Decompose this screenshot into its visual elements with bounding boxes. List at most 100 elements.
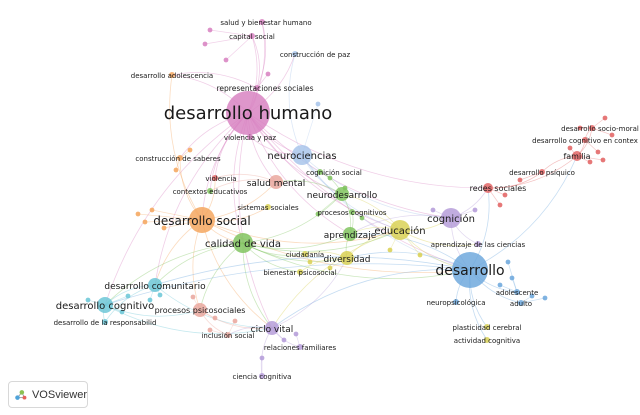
satellite-node bbox=[387, 247, 393, 253]
node-educ[interactable] bbox=[390, 220, 410, 240]
node-label-actcog: actividad cognitiva bbox=[454, 337, 520, 345]
satellite-node bbox=[430, 207, 436, 213]
node-violencia[interactable] bbox=[212, 175, 218, 181]
node-relfam[interactable] bbox=[297, 344, 303, 350]
node-label-dcog: desarrollo cognitivo bbox=[56, 301, 154, 312]
node-actcog[interactable] bbox=[484, 337, 490, 343]
node-neuropsi[interactable] bbox=[453, 299, 459, 305]
satellite-node bbox=[307, 259, 313, 265]
node-ctxedu[interactable] bbox=[207, 188, 213, 194]
edge-cvital-divers bbox=[271, 257, 348, 329]
node-resp[interactable] bbox=[102, 319, 108, 325]
node-label-adol: desarrollo adolescencia bbox=[131, 72, 213, 80]
satellite-node bbox=[529, 293, 535, 299]
node-cogsoc[interactable] bbox=[317, 169, 323, 175]
node-aprend[interactable] bbox=[343, 227, 357, 241]
node-plast[interactable] bbox=[484, 324, 490, 330]
node-label-ds: desarrollo social bbox=[153, 214, 250, 228]
satellite-node bbox=[265, 71, 271, 77]
vosviewer-logo: VOSviewer bbox=[8, 381, 88, 408]
node-vpaz[interactable] bbox=[247, 134, 253, 140]
edge-paz-neuroc bbox=[288, 53, 303, 156]
node-redes[interactable] bbox=[483, 183, 493, 193]
satellite-node bbox=[161, 225, 167, 231]
node-pps[interactable] bbox=[193, 303, 207, 317]
edge-dh-cognicion bbox=[247, 112, 452, 219]
node-cv[interactable] bbox=[233, 233, 253, 253]
node-divers[interactable] bbox=[340, 251, 354, 265]
node-sissoc[interactable] bbox=[265, 204, 271, 210]
node-moral[interactable] bbox=[589, 125, 595, 131]
edge-cv-dcog bbox=[104, 242, 244, 306]
satellite-node bbox=[147, 297, 153, 303]
node-repr[interactable] bbox=[254, 85, 260, 91]
edge-cvital-ccog bbox=[260, 327, 273, 377]
satellite-node bbox=[125, 293, 131, 299]
edge-desarrollo-dc bbox=[154, 256, 471, 286]
node-label-redes: redes sociales bbox=[470, 184, 527, 193]
node-ciud[interactable] bbox=[302, 251, 308, 257]
node-biens[interactable] bbox=[297, 269, 303, 275]
satellite-node bbox=[232, 318, 238, 324]
node-label-sissoc: sistemas sociales bbox=[237, 204, 299, 212]
node-label-familia: familia bbox=[563, 152, 590, 161]
node-saberes[interactable] bbox=[177, 155, 183, 161]
node-neuroc[interactable] bbox=[292, 145, 312, 165]
node-label-procog: procesos cognitivos bbox=[317, 209, 386, 217]
satellite-node bbox=[327, 265, 333, 271]
satellite-node bbox=[517, 177, 523, 183]
node-familia[interactable] bbox=[572, 151, 582, 161]
node-cognicion[interactable] bbox=[441, 208, 461, 228]
node-psiquico[interactable] bbox=[539, 169, 545, 175]
node-label-incl: inclusión social bbox=[201, 332, 254, 340]
node-bien[interactable] bbox=[259, 19, 265, 25]
edge-redes-familia bbox=[487, 155, 578, 189]
node-label-dc: desarrollo comunitario bbox=[104, 282, 206, 292]
edge-cv-educ bbox=[242, 229, 401, 252]
node-salm[interactable] bbox=[269, 175, 283, 189]
satellite-node bbox=[223, 57, 229, 63]
node-cvital[interactable] bbox=[265, 321, 279, 335]
node-label-moral: desarrollo socio-moral bbox=[561, 125, 639, 133]
node-label-neuropsi: neuropsicológica bbox=[426, 299, 485, 307]
node-capsoc[interactable] bbox=[249, 33, 255, 39]
node-adol[interactable] bbox=[169, 72, 175, 78]
node-paz[interactable] bbox=[292, 51, 298, 57]
node-label-saberes: construcción de saberes bbox=[135, 155, 221, 163]
node-ds[interactable] bbox=[189, 207, 215, 233]
node-label-violencia: violencia bbox=[205, 175, 236, 183]
node-label-repr: representaciones sociales bbox=[217, 84, 314, 93]
node-dc[interactable] bbox=[148, 278, 162, 292]
node-adolesc[interactable] bbox=[514, 289, 520, 295]
node-ctxcog[interactable] bbox=[582, 137, 588, 143]
satellite-node bbox=[602, 115, 608, 121]
node-neurod[interactable] bbox=[335, 187, 349, 201]
satellite-node bbox=[600, 157, 606, 163]
node-ccog[interactable] bbox=[259, 373, 265, 379]
edge-repr-bien bbox=[256, 21, 267, 89]
node-label-vpaz: violencia y paz bbox=[224, 134, 276, 142]
node-label-psiquico: desarrollo psíquico bbox=[509, 169, 575, 177]
node-adulto[interactable] bbox=[518, 300, 524, 306]
satellite-node bbox=[509, 275, 515, 281]
satellite-node bbox=[497, 202, 503, 208]
node-label-relfam: relaciones familiares bbox=[264, 344, 337, 352]
node-label-ctxcog: desarrollo cognitivo en contex bbox=[532, 137, 638, 145]
node-label-ciencias: aprendizaje de las ciencias bbox=[431, 241, 526, 249]
satellite-node bbox=[315, 101, 321, 107]
edge-repr-capsoc bbox=[251, 35, 260, 89]
node-dh[interactable] bbox=[226, 91, 270, 135]
edge-neuroc-educ bbox=[301, 154, 401, 231]
edge-educ-cvital bbox=[271, 229, 401, 329]
node-label-ccog: ciencia cognitiva bbox=[233, 373, 292, 381]
edge-neuroc-desarrollo bbox=[301, 154, 471, 271]
node-ciencias[interactable] bbox=[475, 241, 481, 247]
satellite-node bbox=[259, 355, 265, 361]
node-dcog[interactable] bbox=[97, 297, 113, 313]
edge-ds-educ bbox=[201, 219, 401, 244]
node-label-paz: construcción de paz bbox=[280, 51, 351, 59]
node-procog[interactable] bbox=[349, 209, 355, 215]
node-incl[interactable] bbox=[225, 332, 231, 338]
node-desarrollo[interactable] bbox=[452, 252, 488, 288]
